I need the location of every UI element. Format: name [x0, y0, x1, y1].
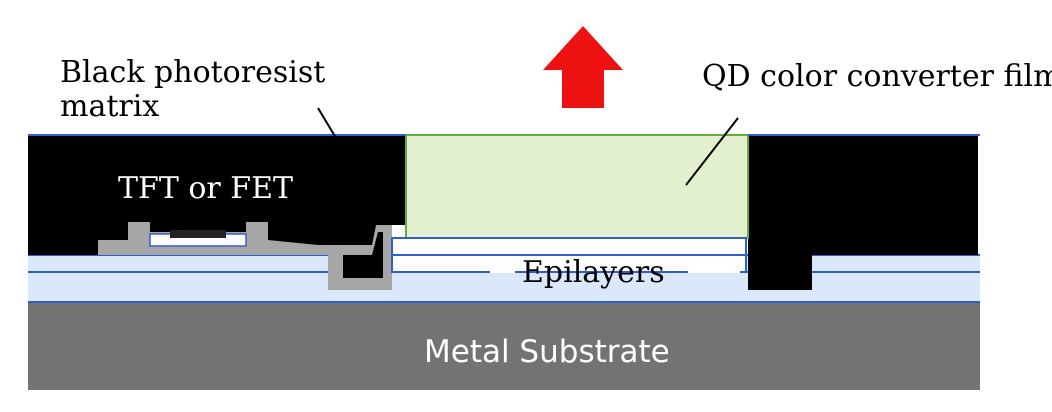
black-matrix-label-line1: Black photoresist — [60, 55, 325, 90]
epilayers-label: Epilayers — [522, 255, 665, 290]
tft-channel — [170, 230, 226, 238]
metal-substrate — [28, 302, 980, 390]
mesa-top-layer — [391, 237, 747, 256]
gray-via-liner — [318, 225, 392, 290]
leader-qd-film — [685, 117, 739, 186]
leader-black-matrix — [317, 107, 337, 139]
tft-label: TFT or FET — [118, 171, 293, 206]
qd-color-converter-film — [405, 134, 749, 239]
black-matrix-label-line2: matrix — [60, 89, 159, 124]
black-matrix-right — [748, 135, 978, 290]
metal-substrate-label: Metal Substrate — [424, 334, 670, 370]
qd-film-label: QD color converter film — [702, 59, 1052, 94]
mesa-second-layer — [391, 254, 747, 273]
arrow-up-icon — [543, 26, 623, 108]
